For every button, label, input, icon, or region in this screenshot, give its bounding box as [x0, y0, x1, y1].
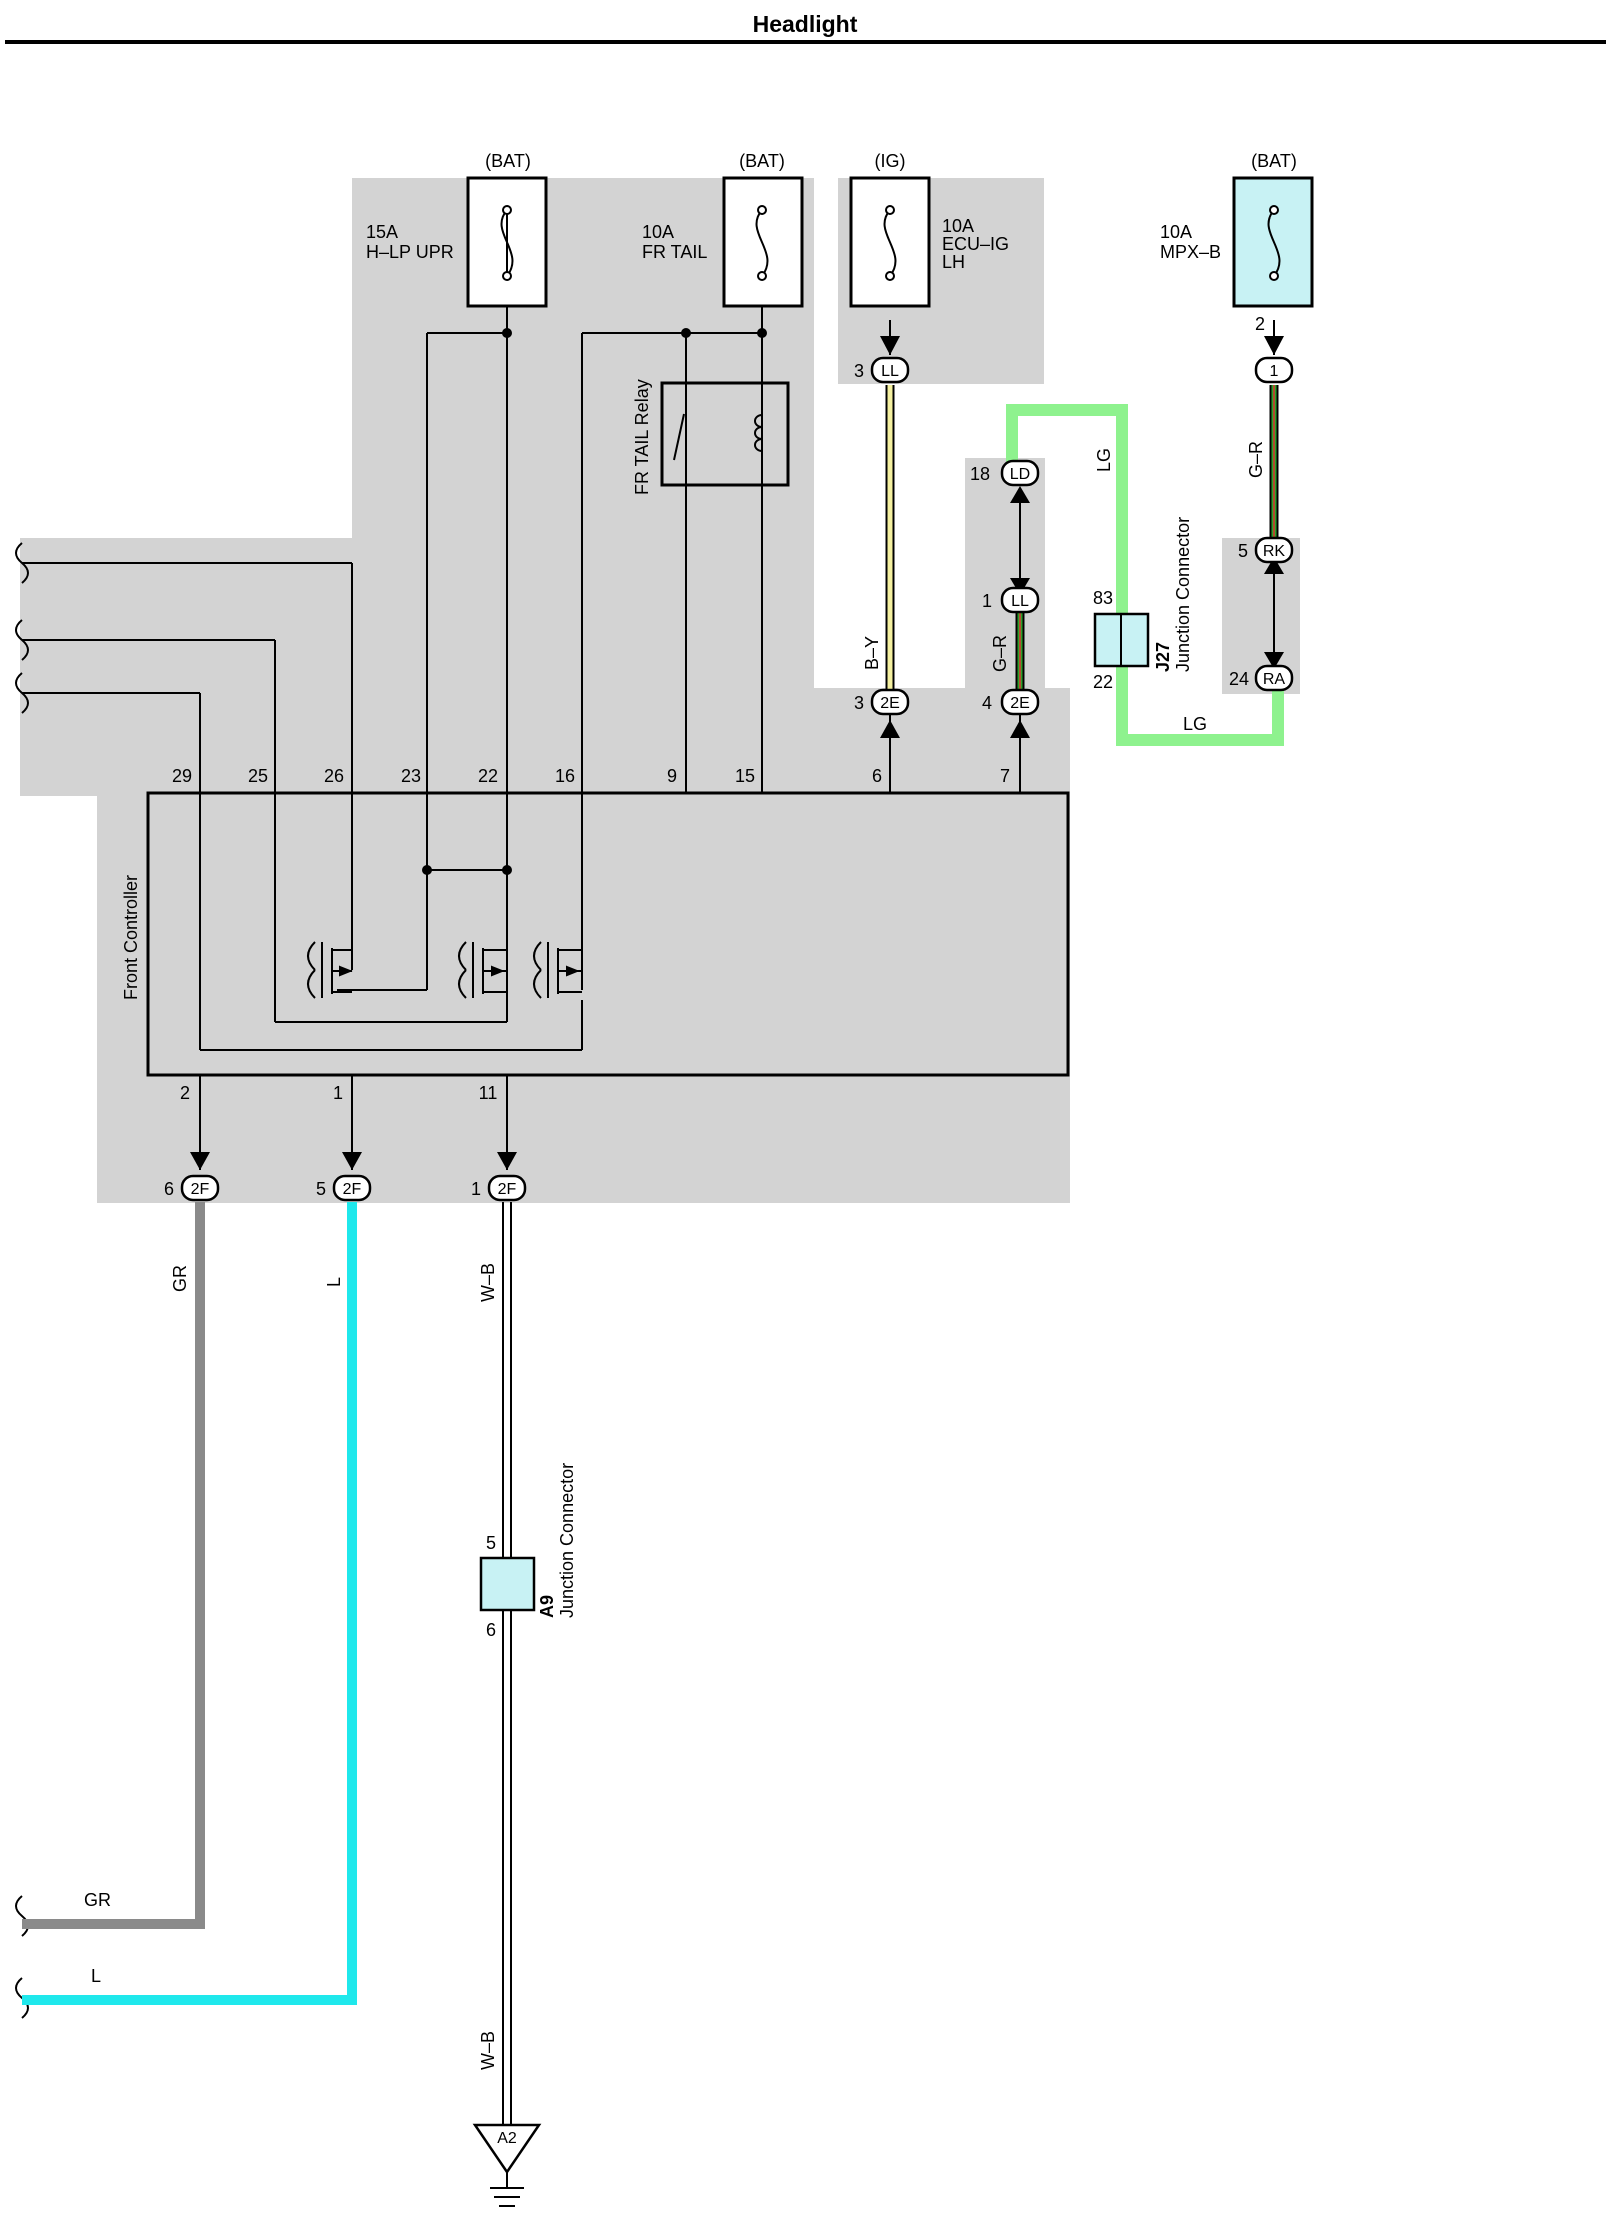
svg-text:Front Controller: Front Controller — [121, 875, 141, 1000]
svg-text:7: 7 — [1000, 766, 1010, 786]
svg-text:LG: LG — [1183, 714, 1207, 734]
svg-text:GR: GR — [84, 1890, 111, 1910]
svg-text:18: 18 — [970, 464, 990, 484]
svg-text:16: 16 — [555, 766, 575, 786]
svg-text:3: 3 — [854, 693, 864, 713]
svg-text:2E: 2E — [880, 695, 900, 712]
svg-text:2: 2 — [180, 1083, 190, 1103]
connector-rk: RK 5 — [1238, 536, 1294, 564]
svg-text:GR: GR — [170, 1265, 190, 1292]
svg-text:10A: 10A — [942, 216, 974, 236]
svg-text:B–Y: B–Y — [862, 636, 882, 670]
svg-text:22: 22 — [478, 766, 498, 786]
svg-text:24: 24 — [1229, 669, 1249, 689]
splice-dots — [422, 328, 767, 875]
svg-text:RA: RA — [1263, 671, 1286, 688]
svg-text:83: 83 — [1093, 588, 1113, 608]
svg-text:22: 22 — [1093, 672, 1113, 692]
svg-text:Junction Connector: Junction Connector — [557, 1463, 577, 1618]
svg-text:Junction Connector: Junction Connector — [1173, 517, 1193, 672]
fuse-h-lp-upr: (BAT) 15A H–LP UPR — [366, 151, 548, 308]
svg-text:3: 3 — [854, 361, 864, 381]
svg-text:G–R: G–R — [990, 635, 1010, 672]
svg-text:ECU–IG: ECU–IG — [942, 234, 1009, 254]
svg-text:23: 23 — [401, 766, 421, 786]
svg-text:LH: LH — [942, 252, 965, 272]
svg-text:FR TAIL: FR TAIL — [642, 242, 707, 262]
svg-text:1: 1 — [982, 591, 992, 611]
fuse-fr-tail: (BAT) 10A FR TAIL — [642, 151, 804, 308]
connector-mpx: 1 — [1254, 356, 1294, 384]
svg-text:5: 5 — [316, 1179, 326, 1199]
svg-text:LD: LD — [1010, 466, 1030, 483]
connector-2e-left: 2E 3 — [854, 688, 910, 716]
svg-text:A2: A2 — [497, 2130, 517, 2147]
svg-text:6: 6 — [486, 1620, 496, 1640]
svg-text:MPX–B: MPX–B — [1160, 242, 1221, 262]
svg-text:L: L — [324, 1277, 344, 1287]
svg-text:2E: 2E — [1010, 695, 1030, 712]
svg-text:10A: 10A — [1160, 222, 1192, 242]
front-controller: Front Controller 29 25 26 23 22 16 9 15 … — [121, 766, 1070, 1103]
svg-text:1: 1 — [333, 1083, 343, 1103]
colored-wires — [22, 385, 1284, 2125]
connector-ra: RA 24 — [1229, 664, 1294, 692]
connector-ll-mid: LL 1 — [982, 586, 1040, 614]
svg-text:G–R: G–R — [1246, 441, 1266, 478]
svg-text:LL: LL — [1011, 593, 1029, 610]
svg-text:(BAT): (BAT) — [485, 151, 531, 171]
relay-label: FR TAIL Relay — [632, 379, 652, 495]
svg-text:5: 5 — [1238, 541, 1248, 561]
svg-text:J27: J27 — [1153, 642, 1173, 672]
svg-text:6: 6 — [164, 1179, 174, 1199]
svg-text:2F: 2F — [191, 1181, 210, 1198]
internal-wiring — [22, 306, 1275, 1170]
svg-text:W–B: W–B — [478, 2031, 498, 2070]
svg-text:LL: LL — [881, 363, 899, 380]
svg-text:4: 4 — [982, 693, 992, 713]
svg-text:A9: A9 — [537, 1595, 557, 1618]
fuse-ecu-ig-lh: (IG) 10A ECU–IG LH — [849, 151, 1009, 308]
svg-text:LG: LG — [1094, 448, 1114, 472]
junction-connector-a9: 5 6 A9 Junction Connector — [479, 1463, 577, 1640]
svg-text:H–LP UPR: H–LP UPR — [366, 242, 454, 262]
svg-text:(IG): (IG) — [875, 151, 906, 171]
svg-text:2F: 2F — [343, 1181, 362, 1198]
svg-text:2: 2 — [1255, 314, 1265, 334]
svg-text:5: 5 — [486, 1533, 496, 1553]
wire-labels: B–Y G–R G–R LG LG GR L W–B W–B GR L — [84, 441, 1266, 2070]
svg-text:(BAT): (BAT) — [1251, 151, 1297, 171]
svg-text:(BAT): (BAT) — [739, 151, 785, 171]
connector-2e-right: 2E 4 — [982, 688, 1040, 716]
svg-text:1: 1 — [471, 1179, 481, 1199]
svg-text:9: 9 — [667, 766, 677, 786]
svg-text:26: 26 — [324, 766, 344, 786]
svg-text:25: 25 — [248, 766, 268, 786]
connector-ld: LD 18 — [970, 459, 1040, 487]
svg-text:2F: 2F — [498, 1181, 517, 1198]
svg-text:15A: 15A — [366, 222, 398, 242]
svg-text:1: 1 — [1270, 363, 1279, 380]
svg-text:29: 29 — [172, 766, 192, 786]
svg-text:15: 15 — [735, 766, 755, 786]
ground-icon: A2 — [472, 2123, 542, 2207]
svg-text:L: L — [91, 1966, 101, 1986]
wire-continuation-marks — [15, 542, 29, 2019]
svg-text:11: 11 — [479, 1083, 498, 1103]
connector-arrows — [190, 336, 1284, 1170]
fuse-mpx-b: (BAT) 10A MPX–B 2 — [1160, 151, 1314, 334]
diagram-title: Headlight — [753, 11, 858, 37]
connector-ll-top: LL 3 — [854, 356, 910, 384]
svg-text:RK: RK — [1263, 543, 1286, 560]
svg-text:10A: 10A — [642, 222, 674, 242]
svg-text:W–B: W–B — [478, 1263, 498, 1302]
svg-text:6: 6 — [872, 766, 882, 786]
connector-2f-c: 2F 1 — [471, 1174, 527, 1202]
junction-connector-j27: 83 22 J27 Junction Connector — [1093, 517, 1193, 692]
connector-2f-b: 2F 5 — [316, 1174, 372, 1202]
fet-symbols — [307, 941, 582, 999]
connector-2f-a: 2F 6 — [164, 1174, 220, 1202]
